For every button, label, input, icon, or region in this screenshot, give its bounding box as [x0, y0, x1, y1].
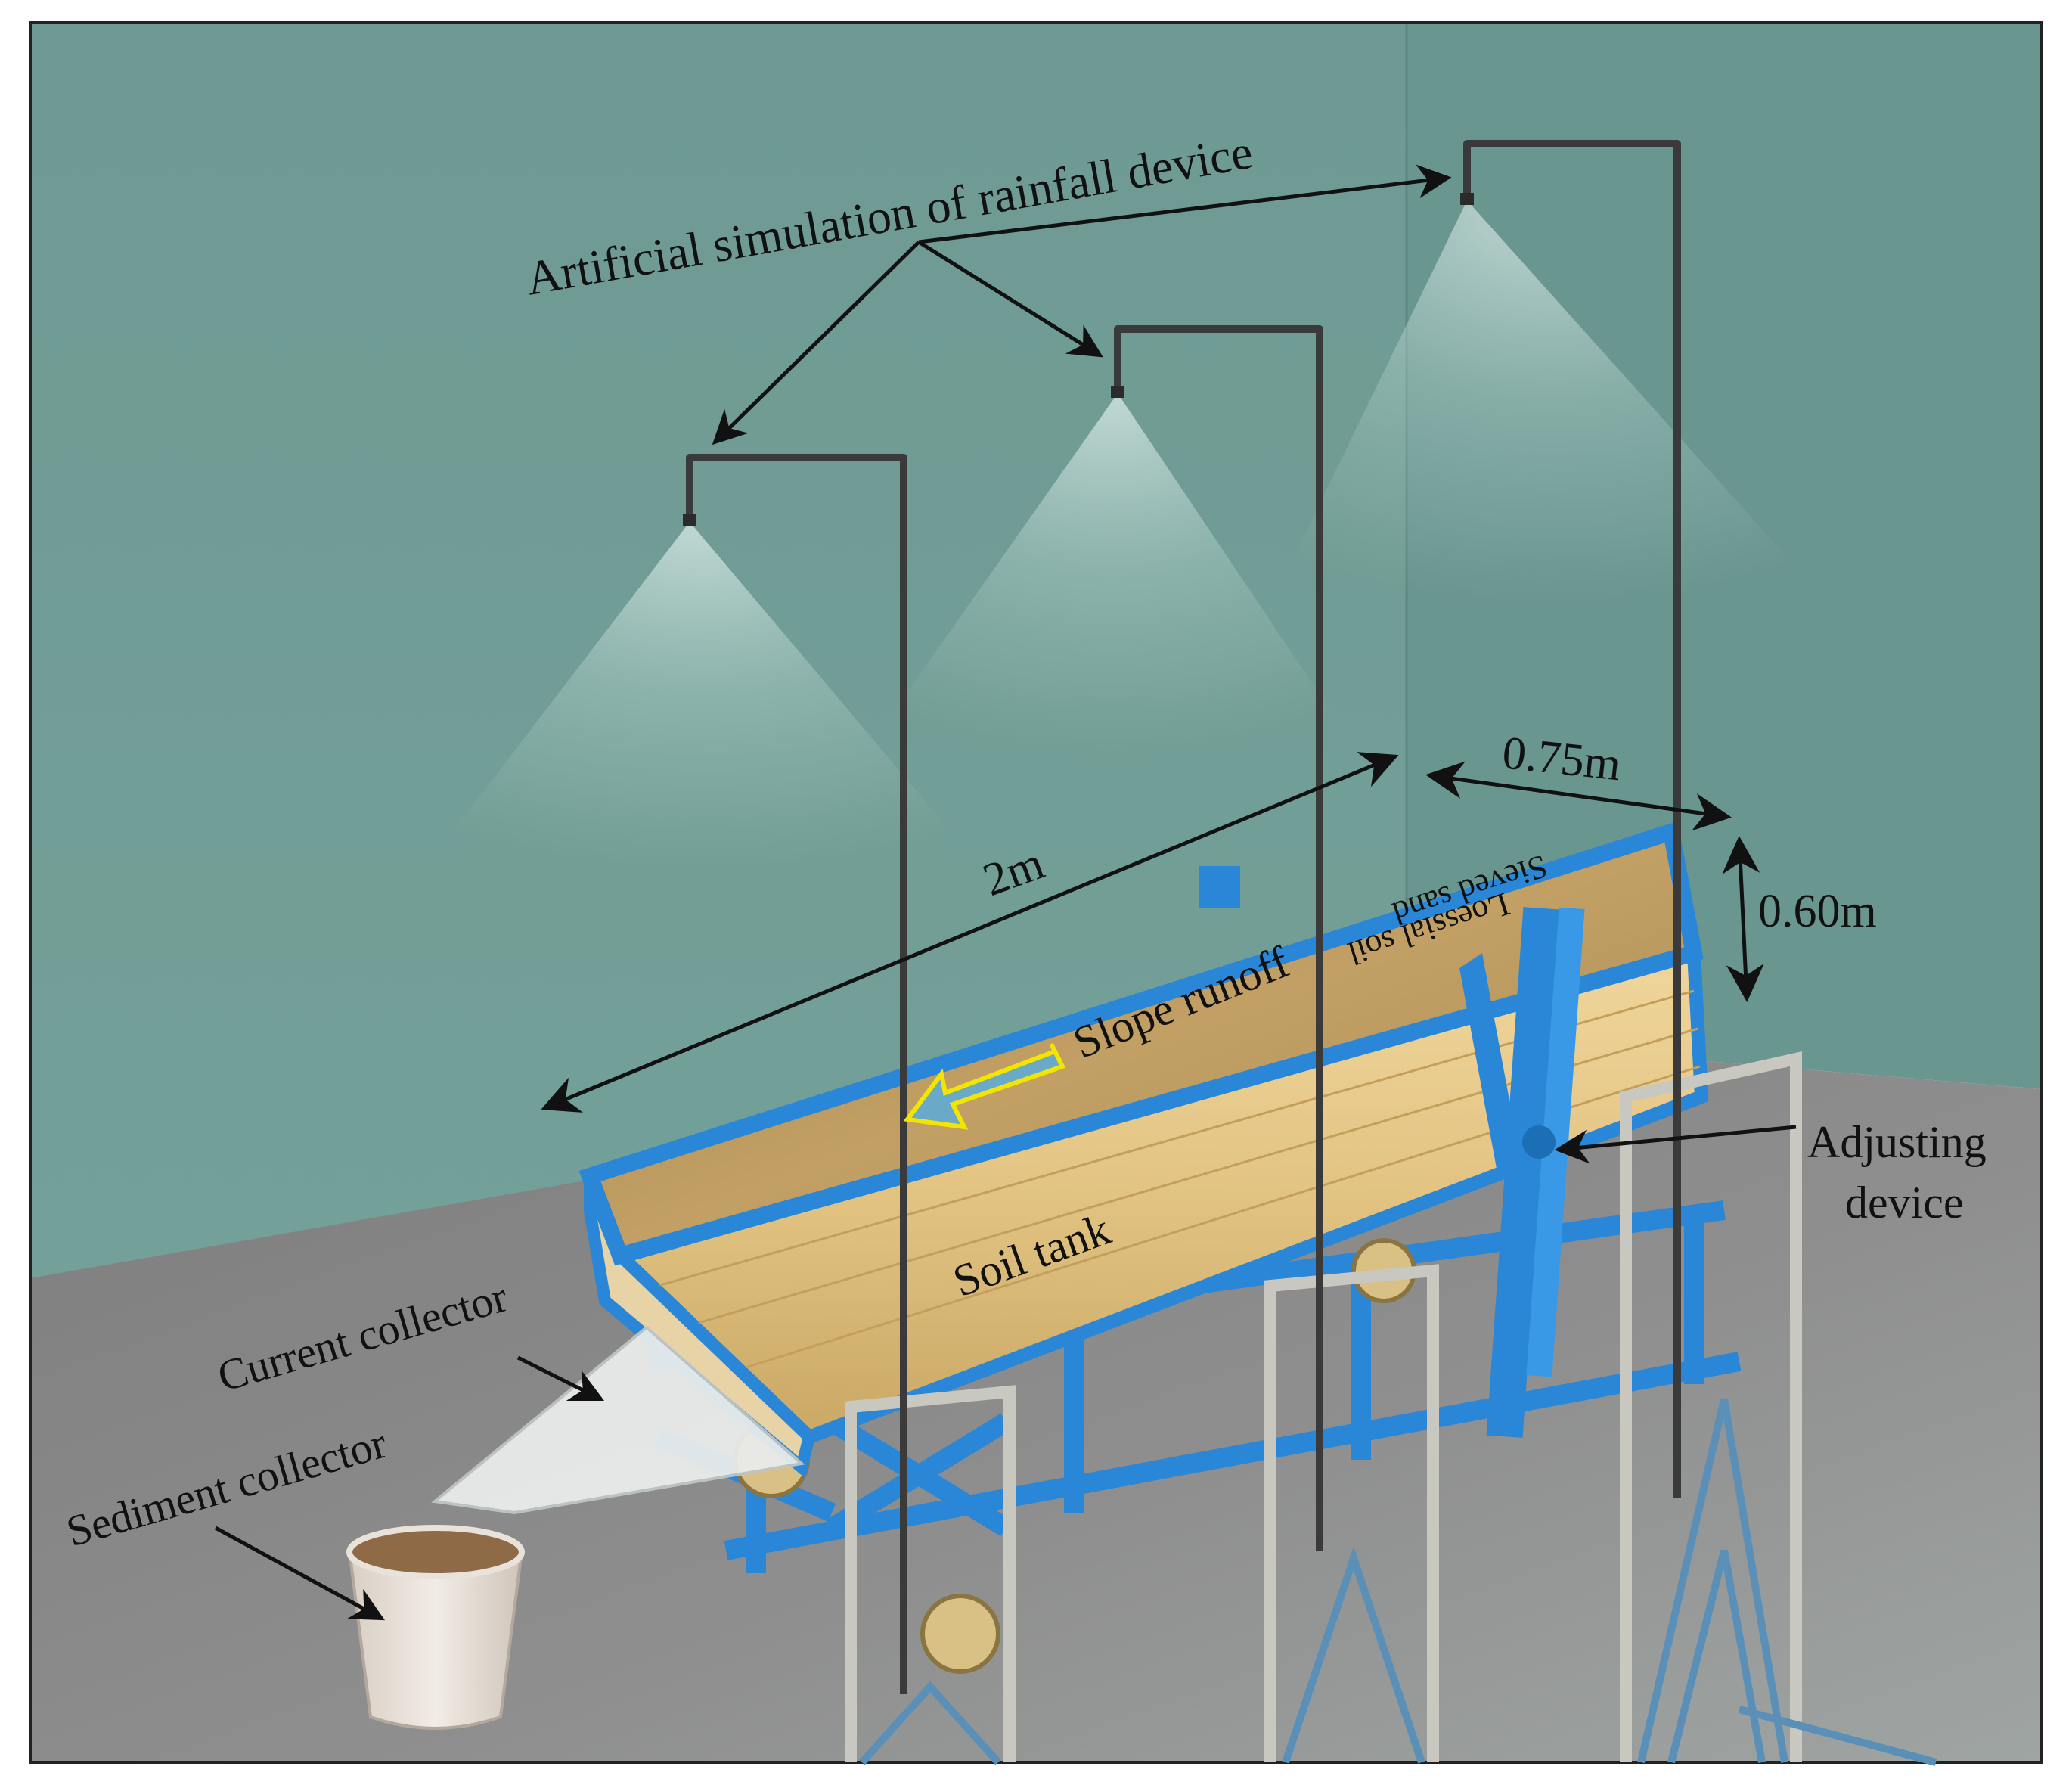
adjusting-label-line1: Adjusting	[1807, 1117, 1987, 1167]
stand-braces	[859, 1398, 1937, 1766]
spray-right	[1270, 200, 1830, 605]
current-collector-tray	[431, 1325, 805, 1515]
stand-right	[1620, 1051, 1802, 1762]
nozzle-icon	[1111, 386, 1124, 398]
soil-tank	[578, 821, 1742, 1674]
stand-left	[845, 1385, 1016, 1762]
spray-middle	[862, 393, 1361, 756]
adjust-post	[1486, 907, 1560, 1438]
tank-handle	[1199, 866, 1240, 908]
rain-stands	[845, 1051, 1802, 1762]
nozzles	[683, 193, 1474, 526]
nozzle-icon	[683, 514, 696, 526]
height-label: 0.60m	[1758, 886, 1877, 937]
nozzle-icon	[1460, 193, 1474, 205]
sediment-cup	[346, 1525, 525, 1730]
stand-middle	[1264, 1264, 1439, 1762]
adjust-arm	[1459, 953, 1520, 1172]
adjust-joint	[1522, 1125, 1556, 1159]
width-label: 0.75m	[1500, 727, 1624, 790]
image-frame	[29, 21, 2043, 1764]
adjusting-label-line2: device	[1845, 1178, 1964, 1228]
annotation-arrows	[214, 164, 1797, 1621]
wheel-middle	[920, 1594, 1000, 1674]
